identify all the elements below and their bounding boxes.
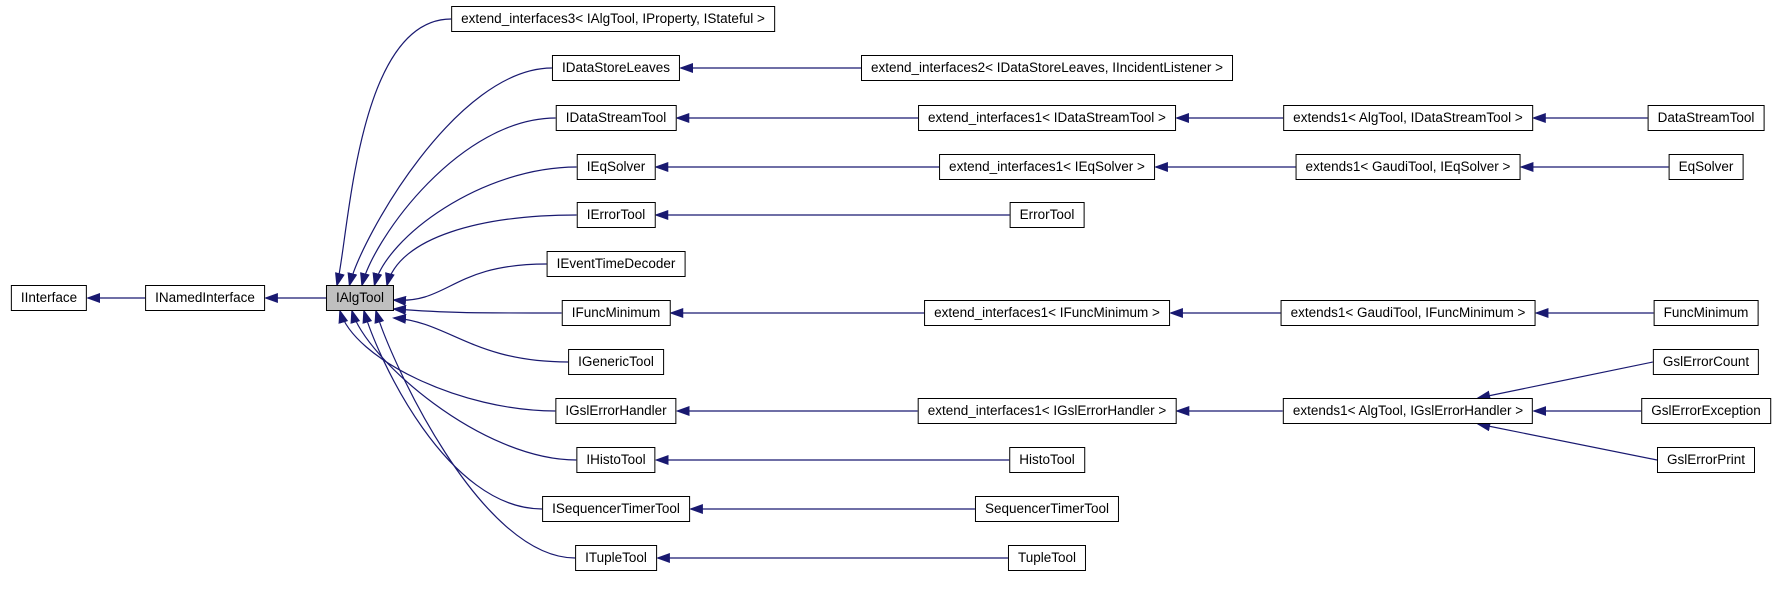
inheritance-edge <box>350 309 577 461</box>
node-ext1_eqsolver[interactable]: extend_interfaces1< IEqSolver > <box>939 154 1155 180</box>
inheritance-edge <box>392 304 562 315</box>
node-ierrortool[interactable]: IErrorTool <box>576 202 656 228</box>
node-extends1_gslerrorhandler[interactable]: extends1< AlgTool, IGslErrorHandler > <box>1282 398 1534 424</box>
inheritance-edge <box>347 67 552 287</box>
node-tupletool[interactable]: TupleTool <box>1007 545 1087 571</box>
node-gslerrorcount[interactable]: GslErrorCount <box>1652 349 1760 375</box>
node-ext1_gslerrorhandler[interactable]: extend_interfaces1< IGslErrorHandler > <box>917 398 1177 424</box>
inheritance-edge <box>392 263 547 306</box>
inheritance-edge <box>1476 361 1653 401</box>
node-inamedinterface[interactable]: INamedInterface <box>145 285 265 311</box>
node-ieventtimedecoder[interactable]: IEventTimeDecoder <box>546 251 686 277</box>
node-idatastreamtool[interactable]: IDataStreamTool <box>555 105 677 131</box>
node-ialgtool[interactable]: IAlgTool <box>325 285 395 311</box>
node-idatastoreleaves[interactable]: IDataStoreLeaves <box>551 55 681 81</box>
node-ext3[interactable]: extend_interfaces3< IAlgTool, IProperty,… <box>451 6 775 32</box>
node-errortool[interactable]: ErrorTool <box>1009 202 1085 228</box>
inheritance-edge <box>360 117 556 287</box>
node-itupletool[interactable]: ITupleTool <box>575 545 657 571</box>
node-ifuncminimum[interactable]: IFuncMinimum <box>561 300 671 326</box>
inheritance-edge <box>392 313 569 363</box>
node-extends1_funcminimum[interactable]: extends1< GaudiTool, IFuncMinimum > <box>1280 300 1536 326</box>
node-ieqsolver[interactable]: IEqSolver <box>576 154 656 180</box>
node-ext2_datastoreleaves[interactable]: extend_interfaces2< IDataStoreLeaves, II… <box>861 55 1233 81</box>
node-isequencertimertool[interactable]: ISequencerTimerTool <box>542 496 690 522</box>
node-datastreamtool[interactable]: DataStreamTool <box>1647 105 1765 131</box>
node-igslerrorhandler[interactable]: IGslErrorHandler <box>555 398 677 424</box>
node-funcminimum[interactable]: FuncMinimum <box>1653 300 1759 326</box>
node-eqsolver[interactable]: EqSolver <box>1668 154 1744 180</box>
node-ext1_datastreamtool[interactable]: extend_interfaces1< IDataStreamTool > <box>918 105 1176 131</box>
node-histotool[interactable]: HistoTool <box>1009 447 1085 473</box>
node-gslerrorexception[interactable]: GslErrorException <box>1641 398 1771 424</box>
node-gslerrorprint[interactable]: GslErrorPrint <box>1656 447 1756 473</box>
inheritance-edge <box>338 309 556 412</box>
node-iinterface[interactable]: IInterface <box>10 285 88 311</box>
node-ext1_funcminimum[interactable]: extend_interfaces1< IFuncMinimum > <box>924 300 1170 326</box>
inheritance-edge <box>362 309 543 510</box>
node-igenerictool[interactable]: IGenericTool <box>568 349 664 375</box>
inheritance-edge <box>335 18 452 287</box>
node-extends1_eqsolver[interactable]: extends1< GaudiTool, IEqSolver > <box>1295 154 1521 180</box>
node-sequencertimertool[interactable]: SequencerTimerTool <box>974 496 1120 522</box>
node-ihistotool[interactable]: IHistoTool <box>576 447 656 473</box>
inheritance-edge <box>1476 421 1658 461</box>
node-extends1_datastreamtool[interactable]: extends1< AlgTool, IDataStreamTool > <box>1283 105 1533 131</box>
